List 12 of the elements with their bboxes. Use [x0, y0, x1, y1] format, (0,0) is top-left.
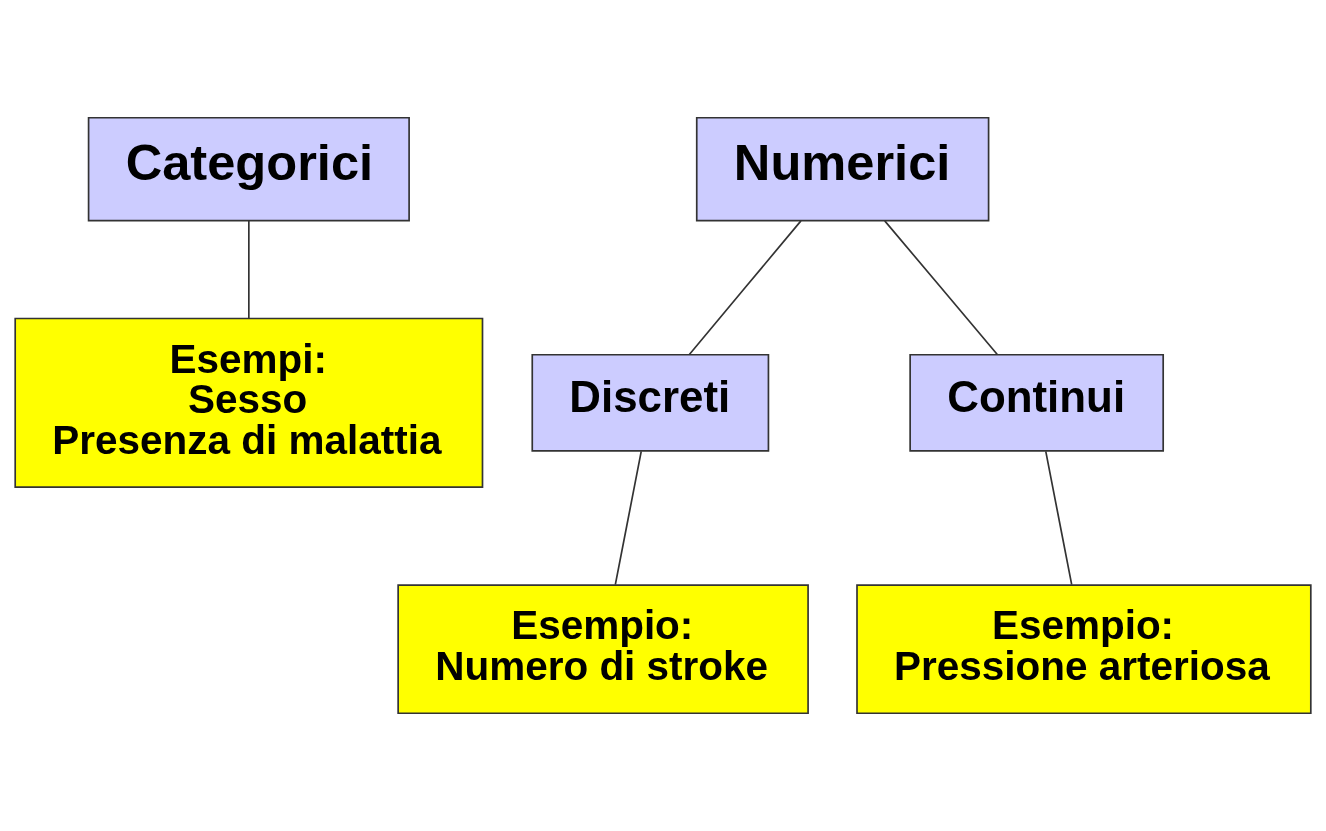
node-box: Continui: [909, 353, 1165, 452]
connector: [883, 220, 999, 356]
node-box: Categorici: [87, 116, 410, 222]
connector: [1044, 450, 1073, 586]
node-box: Esempi: Sesso Presenza di malattia: [14, 317, 484, 489]
node-box: Discreti: [531, 353, 770, 452]
node-box: Esempio: Numero di stroke: [397, 584, 809, 715]
connector: [614, 450, 643, 586]
node-box: Esempio: Pressione arteriosa: [856, 584, 1312, 715]
connector: [688, 220, 802, 356]
node-box: Numerici: [695, 116, 990, 222]
connector: [248, 220, 250, 320]
